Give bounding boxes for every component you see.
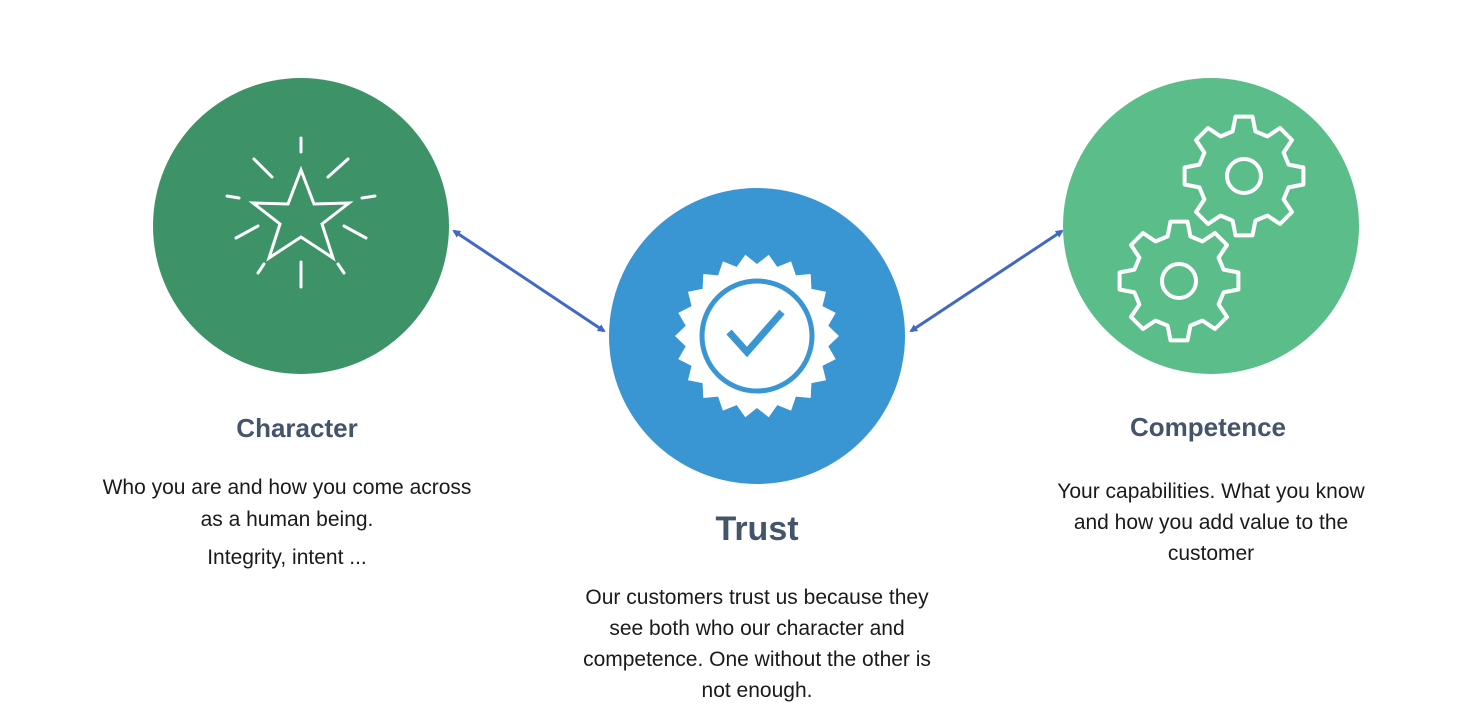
trust-description: Our customers trust us because they see …: [583, 582, 931, 706]
competence-line: and how you add value to the: [1073, 511, 1349, 534]
competence-line: Your capabilities. What you know: [1057, 480, 1365, 503]
trust-line: competence. One without the other is: [583, 648, 931, 671]
gears-icon: [1117, 114, 1306, 343]
arrow-trust-competence: [909, 229, 1064, 333]
trust-line: see both who our character and: [609, 617, 905, 640]
character-line: as a human being.: [200, 508, 374, 531]
arrow-character-trust: [452, 229, 606, 333]
trust-line: not enough.: [701, 679, 813, 702]
competence-circle: [1063, 78, 1359, 374]
character-title: Character: [236, 413, 358, 443]
trust-title: Trust: [715, 510, 799, 548]
character-line: Who you are and how you come across: [102, 476, 472, 499]
star-burst-icon: [225, 136, 377, 289]
trust-line: Our customers trust us because they: [585, 586, 929, 609]
character-circle: [153, 78, 449, 374]
badge-check-icon: [675, 254, 839, 418]
competence-line: customer: [1167, 542, 1255, 565]
competence-description: Your capabilities. What you know and how…: [1057, 476, 1364, 569]
character-description: Who you are and how you come across as a…: [103, 472, 472, 574]
competence-title: Competence: [1129, 412, 1287, 442]
character-line: Integrity, intent ...: [207, 546, 367, 569]
